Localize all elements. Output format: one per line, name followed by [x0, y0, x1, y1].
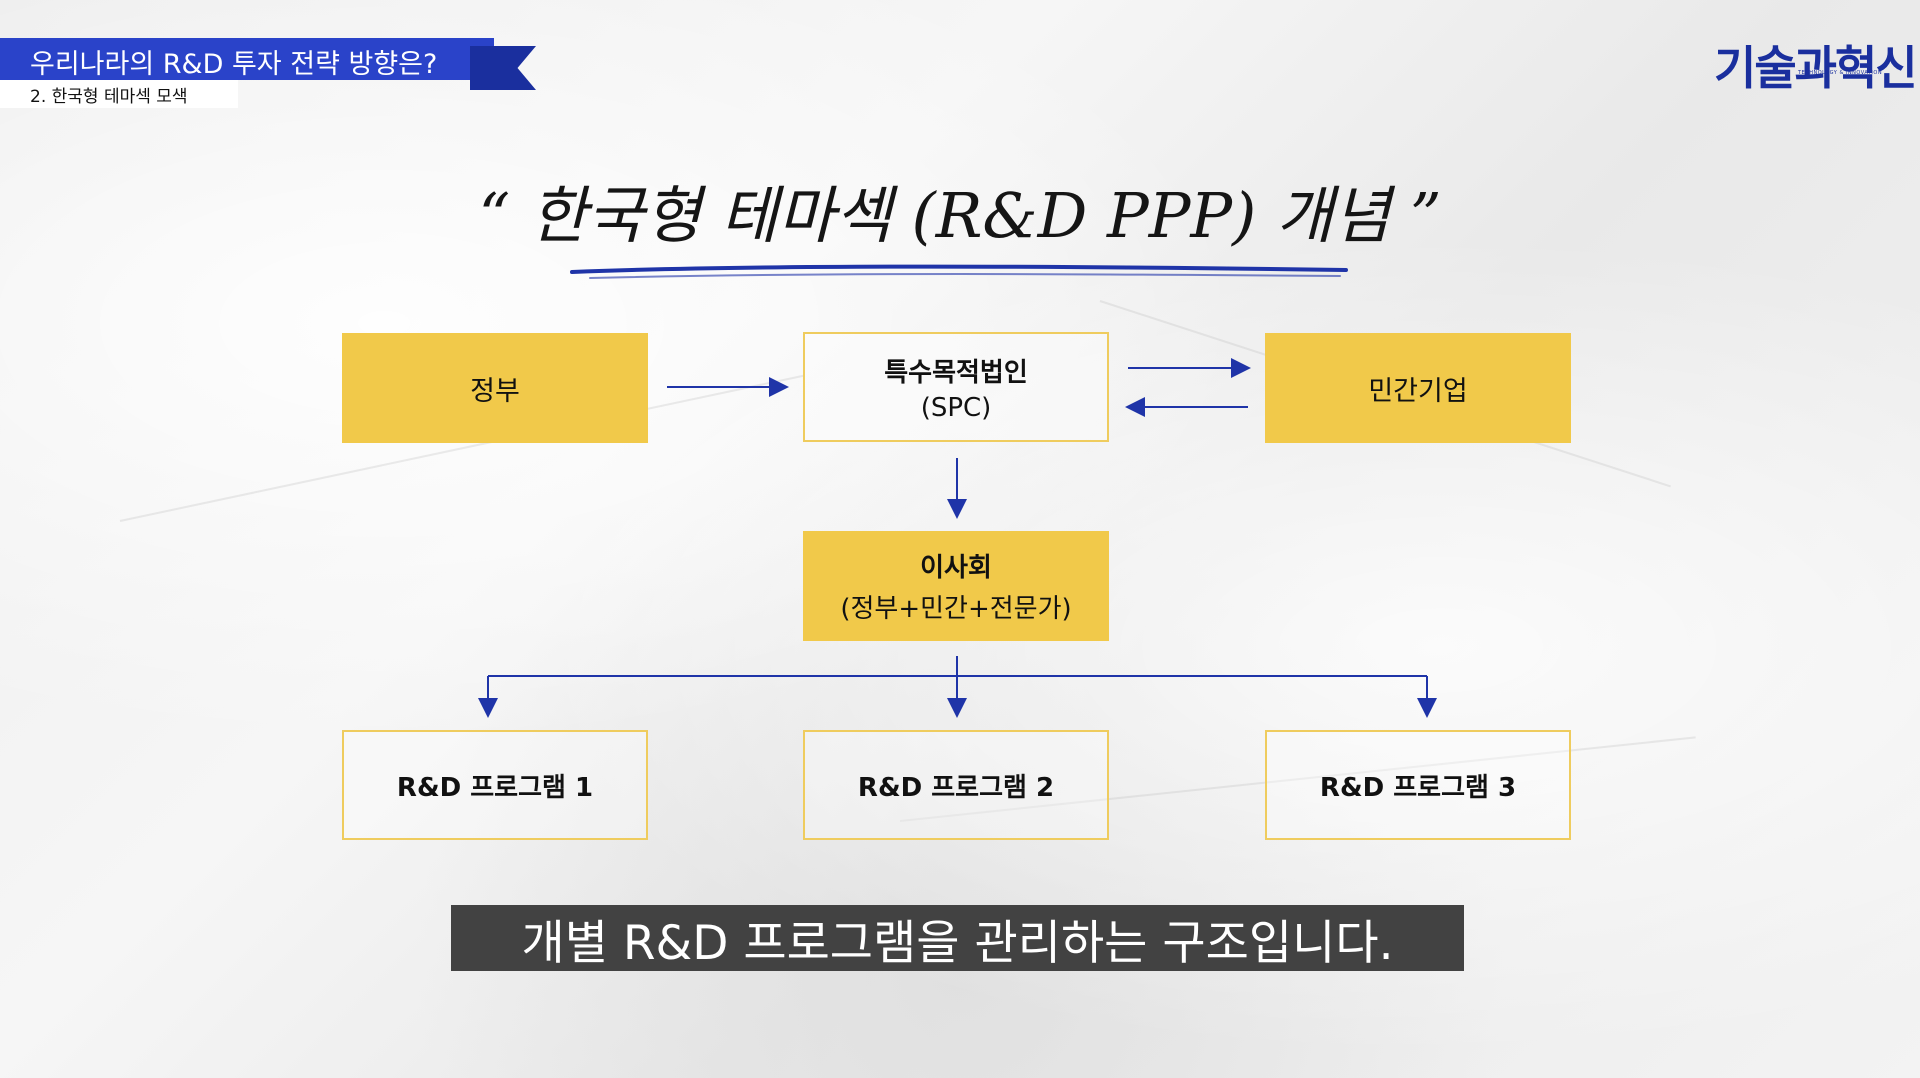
video-subtitle: 개별 R&D 프로그램을 관리하는 구조입니다.	[451, 905, 1464, 971]
spc-subtitle: (SPC)	[920, 392, 992, 423]
diagram-headline: “ 한국형 테마섹 (R&D PPP) 개념 ”	[478, 179, 1442, 252]
board-box: 이사회 (정부+민간+전문가)	[803, 531, 1109, 641]
program-label: R&D 프로그램 3	[1319, 772, 1517, 803]
spc-title: 특수목적법인	[884, 357, 1028, 388]
program-label: R&D 프로그램 1	[396, 772, 594, 803]
private-company-label: 민간기업	[1368, 375, 1468, 407]
private-company-box: 민간기업	[1265, 333, 1571, 443]
program-box-1: R&D 프로그램 1	[342, 730, 648, 840]
program-label: R&D 프로그램 2	[857, 772, 1055, 803]
government-box: 정부	[342, 333, 648, 443]
title-banner	[0, 38, 494, 80]
spc-box: 특수목적법인 (SPC)	[803, 332, 1109, 442]
program-box-3: R&D 프로그램 3	[1265, 730, 1571, 840]
logo-text: 기술과혁신	[1714, 41, 1918, 95]
board-subtitle: (정부+민간+전문가)	[840, 594, 1072, 624]
page-title: 우리나라의 R&D 투자 전략 방향은?	[30, 49, 438, 80]
program-box-2: R&D 프로그램 2	[803, 730, 1109, 840]
government-label: 정부	[470, 375, 520, 407]
brand-logo: 기술과혁신 TECHNOLOGY & INNOVATION	[1714, 32, 1918, 95]
section-subtitle: 2. 한국형 테마섹 모색	[30, 87, 188, 107]
logo-subtext: TECHNOLOGY & INNOVATION	[1798, 70, 1883, 76]
subtitle-bar	[0, 80, 238, 108]
headline-underline	[570, 264, 1348, 279]
board-title: 이사회	[920, 553, 992, 583]
